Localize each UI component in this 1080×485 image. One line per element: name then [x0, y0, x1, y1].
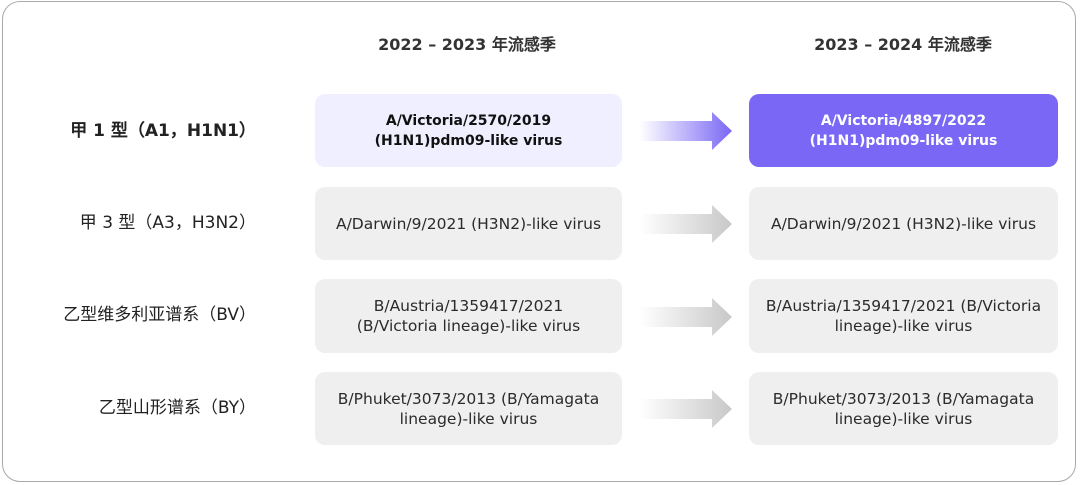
row-label-by: 乙型山形谱系（BY） — [98, 398, 256, 418]
arrow-right-icon — [640, 112, 732, 150]
arrow-right-icon — [640, 205, 732, 243]
column-header-2023-2024: 2023 – 2024 年流感季 — [814, 35, 992, 54]
column-header-2022-2023: 2022 – 2023 年流感季 — [378, 35, 556, 54]
row-label-h3n2: 甲 3 型（A3，H3N2） — [79, 213, 256, 233]
strain-box-by-previous: B/Phuket/3073/2013 (B/Yamagata lineage)-… — [315, 372, 622, 445]
strain-box-h3n2-current: A/Darwin/9/2021 (H3N2)-like virus — [749, 187, 1058, 260]
row-label-h1n1: 甲 1 型（A1，H1N1） — [70, 121, 256, 141]
arrow-right-icon — [640, 390, 732, 428]
strain-box-h1n1-previous: A/Victoria/2570/2019 (H1N1)pdm09-like vi… — [315, 94, 622, 167]
strain-box-bv-current: B/Austria/1359417/2021 (B/Victoria linea… — [749, 279, 1058, 353]
row-label-bv: 乙型维多利亚谱系（BV） — [63, 305, 256, 325]
strain-box-by-current: B/Phuket/3073/2013 (B/Yamagata lineage)-… — [749, 372, 1058, 445]
strain-box-h1n1-current: A/Victoria/4897/2022 (H1N1)pdm09-like vi… — [749, 94, 1058, 167]
strain-box-h3n2-previous: A/Darwin/9/2021 (H3N2)-like virus — [315, 187, 622, 260]
strain-box-bv-previous: B/Austria/1359417/2021 (B/Victoria linea… — [315, 279, 622, 353]
arrow-right-icon — [640, 298, 732, 336]
